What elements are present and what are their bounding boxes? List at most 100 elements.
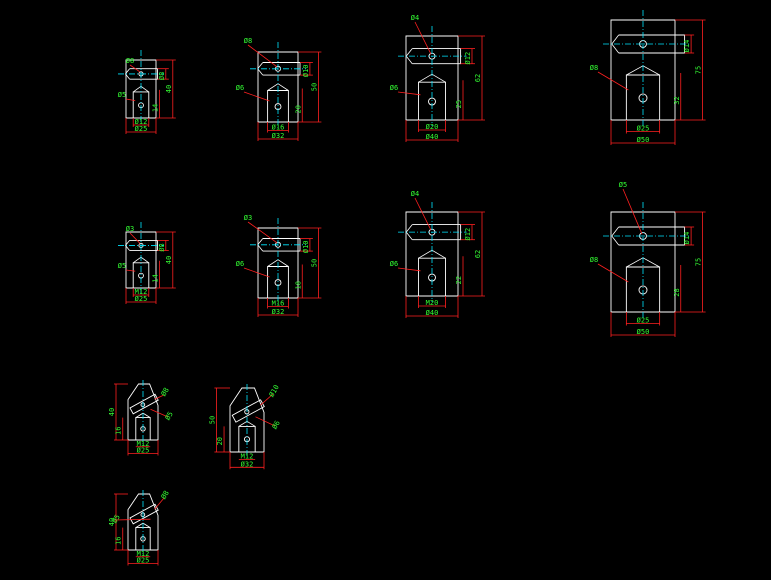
top-label: Ø4 xyxy=(411,14,419,22)
dim-label: 14 xyxy=(152,104,160,112)
top-label: Ø5 xyxy=(619,181,627,189)
vertical-bore xyxy=(132,262,150,288)
bore-cone xyxy=(277,259,289,267)
side-leader xyxy=(597,263,629,283)
dim-label: Ø25 xyxy=(137,447,150,455)
side-label: Ø5 xyxy=(118,262,126,270)
side-label: Ø6 xyxy=(236,260,244,268)
dim-label: Ø25 xyxy=(137,557,150,565)
dim-label: 16 xyxy=(115,537,123,545)
top-leader xyxy=(154,394,165,400)
bore-cone xyxy=(626,65,644,76)
top-label: Ø10 xyxy=(268,384,281,399)
top-label: Ø8 xyxy=(126,57,134,65)
side-label: Ø8 xyxy=(590,256,598,264)
bore-cone xyxy=(140,256,150,264)
side-leader xyxy=(150,408,169,418)
horizontal-bore xyxy=(412,48,462,65)
side-leader xyxy=(243,267,270,278)
dim-label: M12 xyxy=(135,288,148,296)
bore-cone xyxy=(418,73,433,83)
top-leader xyxy=(622,188,643,235)
dim-label: Ø32 xyxy=(241,460,254,468)
top-leader xyxy=(129,232,141,244)
dim-label: 16 xyxy=(115,427,123,435)
dim-label: 25 xyxy=(455,100,463,108)
side-label: Ø8 xyxy=(590,64,598,72)
top-leader xyxy=(154,497,165,510)
top-leader xyxy=(129,64,141,73)
side-label: Ø6 xyxy=(236,84,244,92)
bore-tip xyxy=(611,235,619,246)
dim-label: Ø25 xyxy=(135,125,148,133)
bore-cone xyxy=(238,420,248,427)
dim-label: 14 xyxy=(152,274,160,282)
vertical-bore xyxy=(625,74,661,120)
dim-label: Ø10 xyxy=(302,240,310,253)
dim-label: 22 xyxy=(455,276,463,284)
bore-tip xyxy=(611,43,619,54)
dim-label: Ø12 xyxy=(464,52,472,65)
dim-label: Ø8 xyxy=(158,72,166,80)
side-label: Ø5 xyxy=(118,91,126,99)
side-leader xyxy=(125,98,136,101)
dim-label: 20 xyxy=(216,437,224,445)
side-leader xyxy=(114,518,151,521)
bore-tip xyxy=(405,224,413,233)
side-leader xyxy=(397,91,421,96)
side-label: Ø6 xyxy=(390,260,398,268)
dim-label: 40 xyxy=(108,518,116,526)
bore-tip xyxy=(125,68,130,75)
bore-tip xyxy=(257,238,264,246)
bore-cone xyxy=(142,412,151,418)
side-leader xyxy=(597,71,629,91)
dim-label: Ø10 xyxy=(302,64,310,77)
angled-bore xyxy=(129,393,159,415)
top-label: Ø3 xyxy=(244,214,252,222)
bore-tip xyxy=(257,68,264,76)
vertical-bore xyxy=(267,266,289,298)
dim-label: 28 xyxy=(673,288,681,296)
bore-tip xyxy=(257,244,264,252)
bore-tip xyxy=(405,48,413,57)
top-leader xyxy=(247,44,278,68)
dim-label: Ø40 xyxy=(426,309,439,317)
dim-label: Ø50 xyxy=(637,328,650,336)
side-leader xyxy=(397,267,421,272)
dim-label: M12 xyxy=(137,550,150,558)
top-leader xyxy=(260,393,274,406)
bore-tip xyxy=(405,231,413,240)
dim-label: Ø8 xyxy=(158,243,166,251)
dim-label: Ø25 xyxy=(637,317,650,325)
top-leader xyxy=(414,21,432,55)
dim-label: 32 xyxy=(673,96,681,104)
bore-cone xyxy=(642,65,660,76)
dim-label: Ø32 xyxy=(272,132,285,140)
bore-cone xyxy=(267,83,279,91)
vertical-bore xyxy=(267,90,289,122)
bore-cone xyxy=(132,85,142,93)
bore-cone xyxy=(277,83,289,91)
bore-tip xyxy=(611,226,619,237)
bore-cone xyxy=(267,259,279,267)
dim-label: 40 xyxy=(165,85,173,93)
bore-cone xyxy=(431,73,446,83)
top-leader xyxy=(414,197,432,231)
side-label: Ø6 xyxy=(271,419,282,430)
dim-label: 75 xyxy=(695,258,703,266)
top-leader xyxy=(247,221,278,244)
dim-label: 62 xyxy=(474,250,482,258)
bore-cone xyxy=(135,412,144,418)
dim-label: 40 xyxy=(108,408,116,416)
dim-label: M12 xyxy=(241,453,254,461)
bore-cone xyxy=(642,257,660,268)
side-leader xyxy=(243,91,270,102)
bore-tip xyxy=(125,240,130,246)
dim-label: Ø25 xyxy=(135,295,148,303)
top-label: Ø8 xyxy=(160,386,171,397)
top-label: Ø4 xyxy=(411,190,419,198)
